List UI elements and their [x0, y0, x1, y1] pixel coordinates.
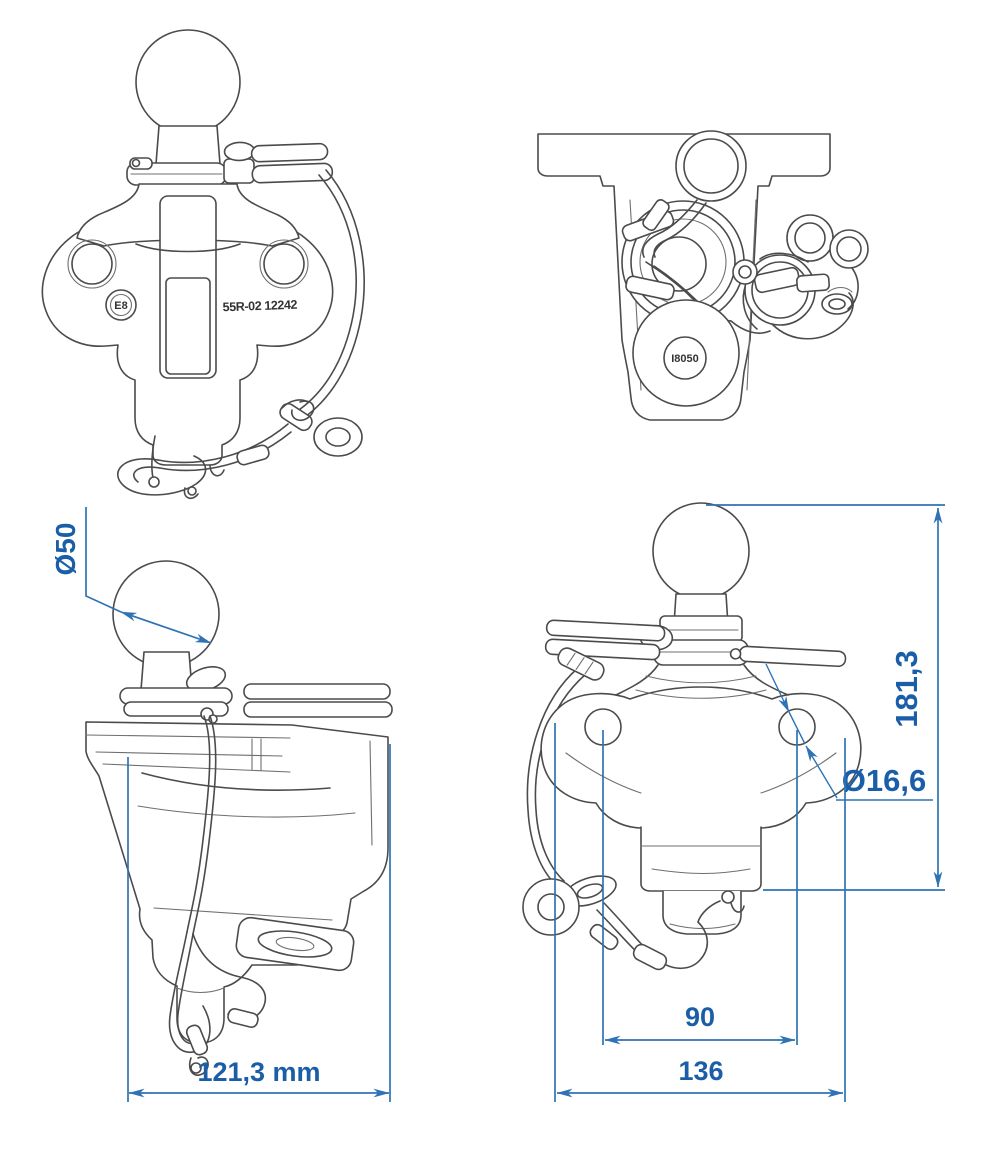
- dimension-overall-width: 121,3 mm: [127, 744, 391, 1102]
- part-number-label: I8050: [671, 353, 699, 365]
- ball-diameter-label: Ø50: [50, 523, 81, 576]
- approval-number-label: 55R-02 12242: [222, 298, 297, 315]
- cable-ferrule: [632, 943, 668, 971]
- part-number-circle: [663, 336, 707, 380]
- view-top: I8050: [537, 130, 869, 421]
- mount-foot: [235, 916, 355, 972]
- view-front-dimensioned: 181,3 Ø16,6 90 136: [522, 502, 945, 1102]
- clip-prong: [625, 275, 675, 301]
- ball-outline: [652, 502, 750, 600]
- center-slot: [165, 277, 211, 375]
- cable-ferrule: [753, 266, 801, 294]
- hole-diameter-label: Ø16,6: [842, 763, 926, 798]
- approval-circle-label: E8: [114, 300, 127, 312]
- cable-ferrule: [227, 1008, 259, 1028]
- cable-tangle: [730, 214, 869, 340]
- view-front-top: E8 55R-02 12242: [41, 29, 365, 500]
- r-clip: [544, 619, 847, 668]
- approval-mark-e8: E8: [105, 289, 137, 321]
- r-clip-top: [642, 130, 747, 328]
- view-side: Ø50 121,3 mm: [50, 507, 393, 1102]
- plate-width-label: 136: [678, 1056, 723, 1086]
- r-clip: [223, 141, 334, 184]
- cable-ferrule: [236, 444, 270, 466]
- cable-ferrule: [796, 273, 830, 293]
- hole-spacing-label: 90: [685, 1002, 715, 1032]
- bottom-pin: [721, 890, 735, 904]
- dimension-ball-diameter: Ø50: [50, 507, 212, 644]
- bolt-hole-left: [71, 243, 113, 285]
- overall-width-label: 121,3 mm: [197, 1057, 320, 1087]
- bottom-cylinder: [662, 890, 742, 935]
- bolt-hole-right: [263, 243, 305, 285]
- dimension-overall-height: 181,3: [706, 504, 945, 891]
- clip-head: [223, 158, 255, 184]
- clip-prong: [642, 199, 670, 231]
- dimension-hole-spacing: 90: [602, 730, 798, 1045]
- body-detail-lines: [85, 734, 373, 994]
- clip-prong: [243, 683, 391, 700]
- dimension-hole-diameter: Ø16,6: [765, 663, 933, 801]
- safety-cable: [589, 900, 721, 971]
- lower-body: [640, 826, 762, 892]
- ball-outline: [135, 29, 241, 135]
- cable-ferrule: [557, 647, 605, 681]
- ball-neck: [140, 651, 193, 691]
- ball-neck: [155, 125, 221, 165]
- safety-cable: [526, 667, 579, 887]
- overall-height-label: 181,3: [889, 650, 924, 728]
- safety-cable: [117, 169, 365, 500]
- cable-ferrule: [589, 923, 619, 951]
- safety-cable: [168, 715, 267, 1076]
- dimension-plate-width: 136: [554, 723, 846, 1102]
- cable-ferrule: [185, 1024, 209, 1056]
- body-profile: [85, 721, 389, 1044]
- clip-prong: [243, 701, 393, 718]
- cable-eyelet: [522, 875, 617, 936]
